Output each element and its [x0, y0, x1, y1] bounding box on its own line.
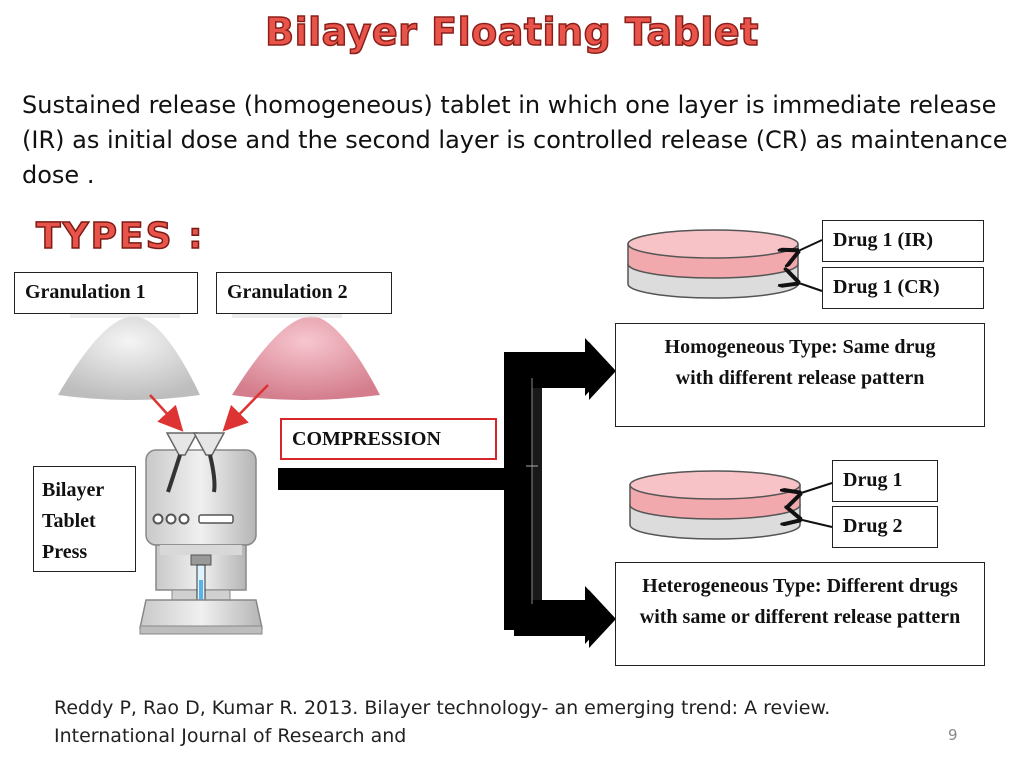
pointer-drug2	[798, 519, 833, 528]
drug2-label: Drug 2	[832, 506, 938, 548]
homogeneous-description: Homogeneous Type: Same drug with differe…	[615, 323, 985, 427]
granulation-1-pile	[58, 316, 200, 400]
granulation-1-label: Granulation 1	[14, 272, 198, 314]
pointer-drug1-ir	[796, 239, 823, 252]
drug1-label: Drug 1	[832, 460, 938, 502]
granulation-2-pile	[232, 316, 380, 400]
granulation-2-label: Granulation 2	[216, 272, 392, 314]
homogeneous-tablet	[627, 229, 799, 299]
page-number: 9	[948, 726, 958, 744]
arrow-granulation-2	[222, 384, 269, 432]
branch-vertical-bar	[504, 352, 532, 630]
compression-arrow-shaft	[278, 468, 528, 490]
tablet-press-machine	[139, 432, 263, 635]
heterogeneous-tablet	[629, 470, 801, 540]
pointer-drug1	[798, 482, 833, 494]
press-label: Bilayer Tablet Press	[33, 466, 136, 572]
drug1-cr-label: Drug 1 (CR)	[822, 267, 984, 309]
types-heading: TYPES :	[35, 215, 205, 258]
arrow-granulation-1	[149, 394, 184, 432]
pointer-drug1-cr	[796, 282, 823, 292]
intro-text: Sustained release (homogeneous) tablet i…	[22, 91, 1008, 189]
compression-label: COMPRESSION	[280, 418, 497, 460]
reference-citation: Reddy P, Rao D, Kumar R. 2013. Bilayer t…	[54, 697, 831, 747]
drug1-ir-label: Drug 1 (IR)	[822, 220, 984, 262]
heterogeneous-description: Heterogeneous Type: Different drugs with…	[615, 562, 985, 666]
slide-title: Bilayer Floating Tablet	[264, 9, 759, 55]
